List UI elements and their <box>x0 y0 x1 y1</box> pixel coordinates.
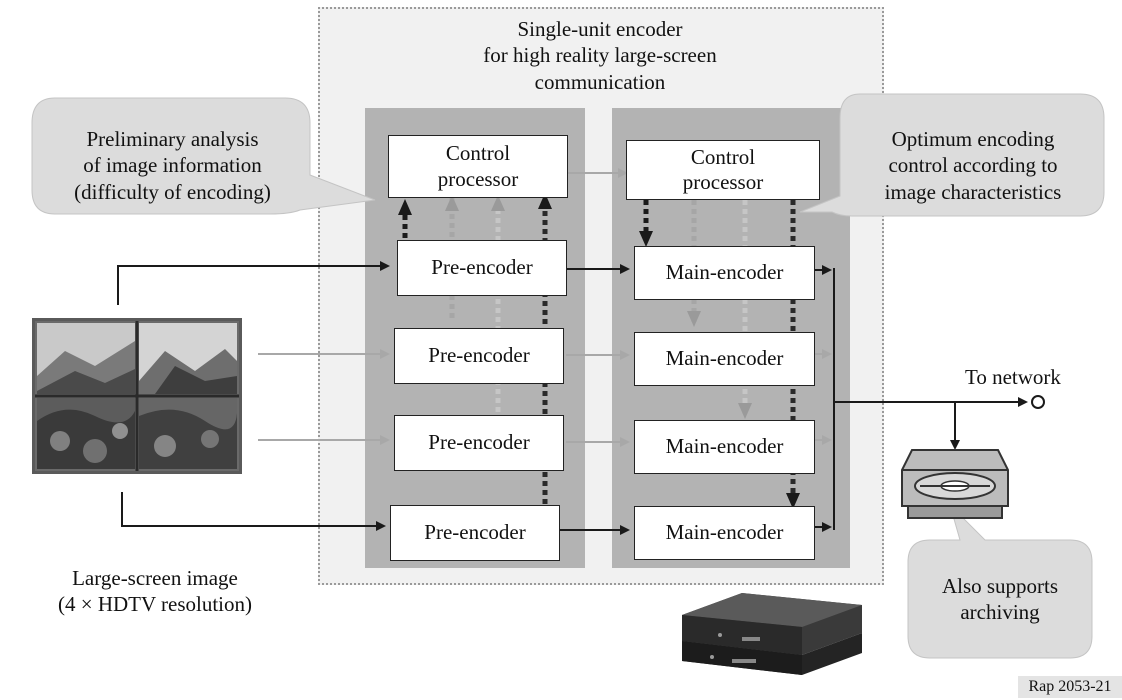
callout-preliminary-analysis: Preliminary analysis of image informatio… <box>74 127 271 204</box>
image-mosaic-icon <box>32 318 242 474</box>
network-label: To network <box>965 365 1061 389</box>
input-caption: Large-screen image (4 × HDTV resolution) <box>57 566 252 617</box>
encoder-hardware-icon <box>672 575 872 680</box>
figure-id: Rap 2053-21 <box>1018 676 1122 698</box>
main-encoder-4: Main-encoder <box>634 506 815 560</box>
main-encoder-2: Main-encoder <box>634 332 815 386</box>
pre-encoder-1: Pre-encoder <box>397 240 567 296</box>
pre-encoder-3: Pre-encoder <box>394 415 564 471</box>
main-encoder-3: Main-encoder <box>634 420 815 474</box>
pre-encoder-2: Pre-encoder <box>394 328 564 384</box>
disc-drive-icon <box>900 448 1010 520</box>
unit-title: Single-unit encoder for high reality lar… <box>483 17 717 94</box>
pre-encoder-4: Pre-encoder <box>390 505 560 561</box>
main-encoder-1: Main-encoder <box>634 246 815 300</box>
callout-optimum-encoding: Optimum encoding control according to im… <box>884 127 1062 204</box>
callout-archiving: Also supports archiving <box>941 574 1059 625</box>
